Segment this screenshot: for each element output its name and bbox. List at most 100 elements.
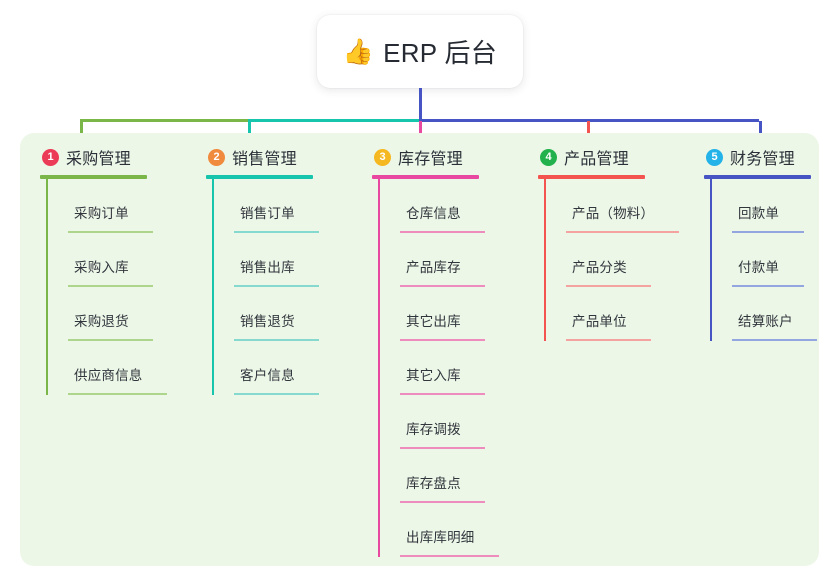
leaf-item[interactable]: 销售订单: [234, 179, 319, 233]
branch-items: 回款单付款单结算账户: [710, 179, 817, 341]
leaf-item-label: 付款单: [738, 260, 780, 275]
leaf-item-rule: [68, 393, 167, 395]
leaf-item[interactable]: 库存盘点: [400, 449, 485, 503]
branch-number-badge: 5: [706, 148, 723, 166]
leaf-item[interactable]: 其它入库: [400, 341, 485, 395]
leaf-item-label: 采购订单: [74, 206, 129, 221]
leaf-item-rule: [732, 231, 804, 233]
branch-spine: [46, 179, 48, 395]
branch-header-2[interactable]: 2 销售管理: [206, 146, 313, 168]
leaf-item-label: 采购退货: [74, 314, 129, 329]
branch-title: 采购管理: [66, 151, 131, 168]
branch-spine: [378, 179, 380, 557]
leaf-item[interactable]: 采购退货: [68, 287, 153, 341]
leaf-item-label: 销售订单: [240, 206, 295, 221]
leaf-item-rule: [732, 339, 817, 341]
leaf-item-rule: [234, 339, 319, 341]
connector-segment-4: [587, 119, 759, 122]
leaf-item[interactable]: 回款单: [732, 179, 811, 233]
branch-header-rule: [40, 175, 147, 179]
connector-segment-1: [80, 119, 248, 122]
branch-header-5[interactable]: 5 财务管理: [704, 146, 811, 168]
leaf-item-label: 库存调拨: [406, 422, 461, 437]
leaf-item[interactable]: 结算账户: [732, 287, 817, 341]
leaf-item-rule: [400, 393, 485, 395]
leaf-item[interactable]: 供应商信息: [68, 341, 167, 395]
leaf-item-label: 仓库信息: [406, 206, 461, 221]
branch-column-1: 1 采购管理采购订单采购入库采购退货供应商信息: [40, 146, 167, 395]
branch-number-badge: 2: [208, 148, 225, 166]
leaf-item-label: 采购入库: [74, 260, 129, 275]
branch-items: 销售订单销售出库销售退货客户信息: [212, 179, 319, 395]
leaf-item-rule: [566, 285, 651, 287]
leaf-item-rule: [732, 285, 804, 287]
root-node[interactable]: 👍 ERP 后台: [317, 15, 523, 88]
leaf-item-rule: [234, 393, 319, 395]
branch-column-5: 5 财务管理回款单付款单结算账户: [704, 146, 817, 341]
leaf-item[interactable]: 采购订单: [68, 179, 153, 233]
leaf-item-label: 销售出库: [240, 260, 295, 275]
leaf-item-rule: [400, 501, 485, 503]
branch-number-badge: 3: [374, 148, 391, 166]
leaf-item-label: 库存盘点: [406, 476, 461, 491]
branch-title: 财务管理: [730, 151, 795, 168]
connector-segment-2: [248, 119, 419, 122]
leaf-item-rule: [234, 231, 319, 233]
branch-items: 产品（物料） 产品分类产品单位: [544, 179, 679, 341]
leaf-item-label: 其它入库: [406, 368, 461, 383]
leaf-item-label: 产品库存: [406, 260, 461, 275]
leaf-item[interactable]: 产品分类: [566, 233, 651, 287]
branch-items: 仓库信息产品库存其它出库其它入库库存调拨库存盘点出库库明细: [378, 179, 499, 557]
leaf-item-label: 回款单: [738, 206, 780, 221]
branch-title: 销售管理: [232, 151, 297, 168]
branch-number-badge: 1: [42, 148, 59, 166]
branch-title: 库存管理: [398, 151, 463, 168]
thumbs-up-icon: 👍: [342, 37, 375, 66]
diagram-canvas: [20, 133, 819, 566]
leaf-item[interactable]: 其它出库: [400, 287, 485, 341]
branch-header-rule: [372, 175, 479, 179]
branch-column-4: 4 产品管理产品（物料） 产品分类产品单位: [538, 146, 679, 341]
leaf-item-rule: [400, 555, 499, 557]
branch-column-3: 3 库存管理仓库信息产品库存其它出库其它入库库存调拨库存盘点出库库明细: [372, 146, 499, 557]
leaf-item[interactable]: 客户信息: [234, 341, 319, 395]
leaf-item-label: 供应商信息: [74, 368, 143, 383]
leaf-item-label: 其它出库: [406, 314, 461, 329]
leaf-item[interactable]: 产品单位: [566, 287, 651, 341]
branch-column-2: 2 销售管理销售订单销售出库销售退货客户信息: [206, 146, 319, 395]
leaf-item-rule: [400, 285, 485, 287]
leaf-item-rule: [234, 285, 319, 287]
connector-segment-3: [419, 119, 587, 122]
branch-header-rule: [704, 175, 811, 179]
branch-spine: [212, 179, 214, 395]
branch-number-badge: 4: [540, 148, 557, 166]
root-title: ERP 后台: [383, 38, 498, 68]
root-connector-line: [419, 88, 422, 121]
leaf-item-rule: [566, 339, 651, 341]
branch-header-3[interactable]: 3 库存管理: [372, 146, 479, 168]
leaf-item[interactable]: 采购入库: [68, 233, 153, 287]
leaf-item-rule: [400, 339, 485, 341]
leaf-item-label: 产品分类: [572, 260, 627, 275]
leaf-item-label: 销售退货: [240, 314, 295, 329]
branch-header-rule: [206, 175, 313, 179]
branch-spine: [544, 179, 546, 341]
leaf-item[interactable]: 产品库存: [400, 233, 485, 287]
leaf-item-label: 结算账户: [738, 314, 793, 329]
leaf-item[interactable]: 付款单: [732, 233, 811, 287]
leaf-item-rule: [400, 447, 485, 449]
leaf-item-rule: [566, 231, 679, 233]
leaf-item-label: 产品（物料）: [572, 206, 655, 221]
branch-header-1[interactable]: 1 采购管理: [40, 146, 147, 168]
branch-title: 产品管理: [564, 151, 629, 168]
leaf-item[interactable]: 销售退货: [234, 287, 319, 341]
leaf-item-rule: [68, 339, 153, 341]
leaf-item[interactable]: 库存调拨: [400, 395, 485, 449]
leaf-item[interactable]: 销售出库: [234, 233, 319, 287]
leaf-item-label: 产品单位: [572, 314, 627, 329]
leaf-item[interactable]: 产品（物料）: [566, 179, 679, 233]
leaf-item[interactable]: 出库库明细: [400, 503, 499, 557]
branch-header-4[interactable]: 4 产品管理: [538, 146, 645, 168]
leaf-item[interactable]: 仓库信息: [400, 179, 485, 233]
